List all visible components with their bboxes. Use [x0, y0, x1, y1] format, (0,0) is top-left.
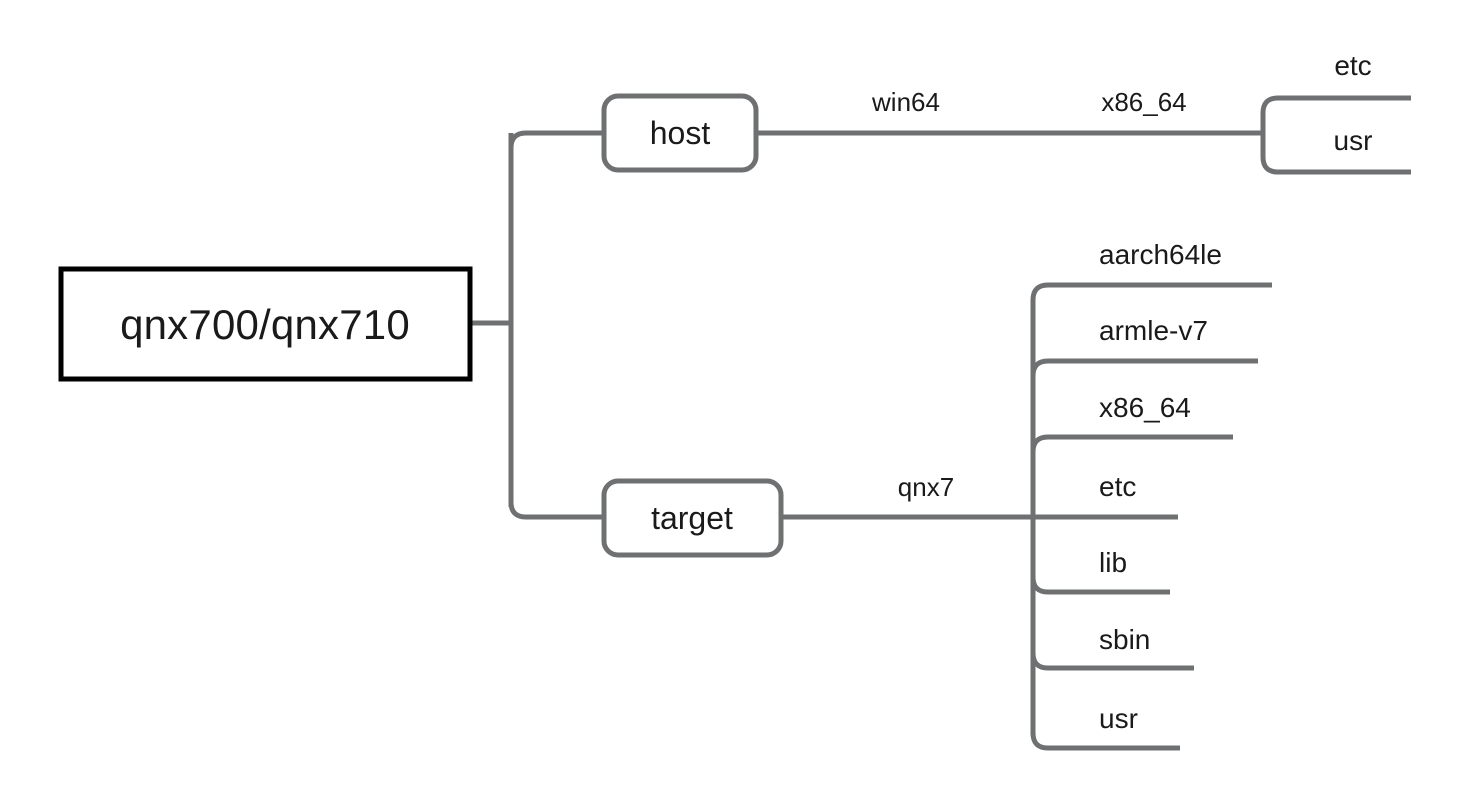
target-leaf-aarch64le-corner [1030, 282, 1049, 301]
branch-node-host-box [601, 93, 759, 173]
branch-node-target-box [601, 478, 784, 558]
target-leaf-usr-corner [1030, 732, 1049, 751]
target-leaf-x86-64-corner [1030, 434, 1049, 453]
host-bracket-corner-bottom [1260, 156, 1279, 175]
host-bracket-corner-top [1260, 95, 1279, 114]
target-leaf-sbin-corner [1030, 652, 1049, 671]
target-leaf-armle-v7-corner [1030, 358, 1049, 377]
root-corner-top [508, 130, 527, 149]
target-leaf-lib-corner [1030, 576, 1049, 595]
root-corner-bottom [508, 501, 527, 520]
root-node-box [58, 266, 473, 382]
